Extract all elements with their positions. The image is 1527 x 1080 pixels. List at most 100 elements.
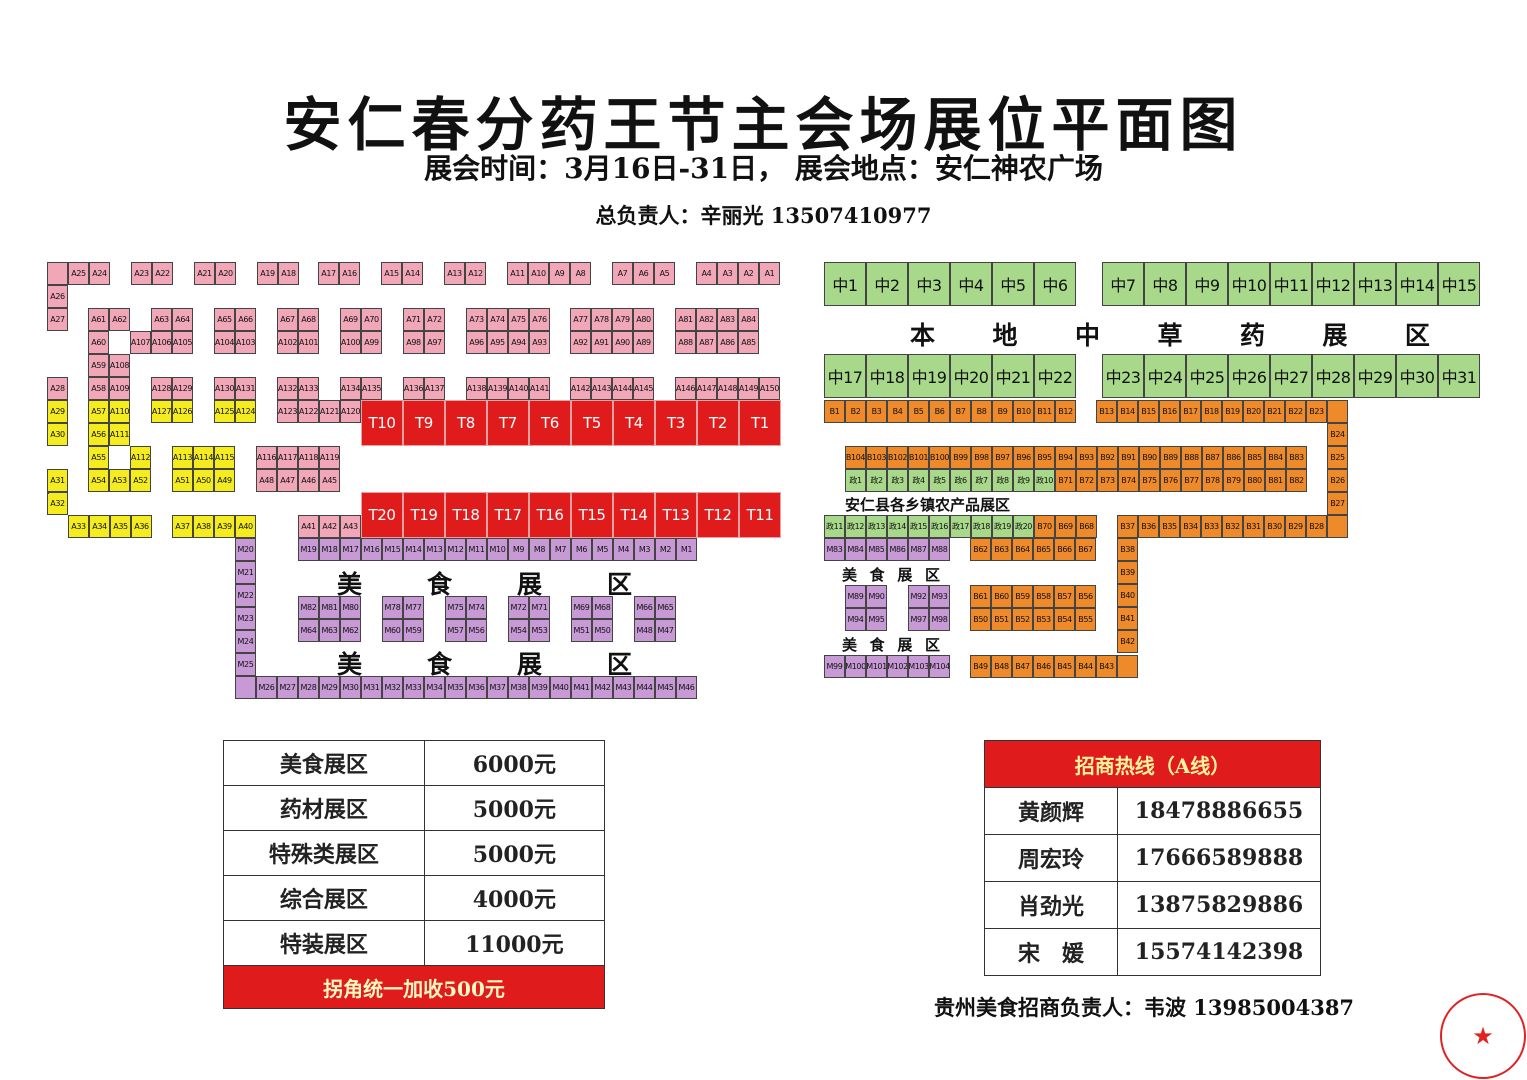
booth: A116 [256, 446, 277, 469]
booth: M29 [319, 676, 340, 699]
booth: B76 [1160, 469, 1181, 492]
booth: M60 [382, 619, 403, 642]
booth: B30 [1264, 515, 1285, 538]
booth: A100 [340, 331, 361, 354]
booth: M98 [929, 608, 950, 631]
booth: M31 [361, 676, 382, 699]
booth: M27 [277, 676, 298, 699]
booth: 中6 [1034, 262, 1076, 306]
booth: A39 [214, 515, 235, 538]
booth: B60 [991, 585, 1012, 608]
booth: M102 [887, 655, 908, 678]
booth: B20 [1243, 400, 1264, 423]
zone-label-food-1: 美食展区 [337, 570, 632, 599]
booth: 中15 [1438, 262, 1480, 306]
booth: M13 [424, 538, 445, 561]
booth: A26 [47, 285, 68, 308]
booth: B92 [1097, 446, 1118, 469]
booth: 中13 [1354, 262, 1396, 306]
booth: M95 [866, 608, 887, 631]
booth: B62 [970, 538, 991, 561]
booth: M53 [529, 619, 550, 642]
booth: M6 [571, 538, 592, 561]
booth: M41 [571, 676, 592, 699]
booth: T2 [697, 400, 739, 446]
booth: M18 [319, 538, 340, 561]
booth: B25 [1327, 446, 1348, 469]
booth: M54 [508, 619, 529, 642]
booth: A87 [696, 331, 717, 354]
watermark-stamp: ★ [1440, 993, 1526, 1079]
booth: M104 [929, 655, 950, 678]
booth: T18 [445, 492, 487, 538]
booth: T5 [571, 400, 613, 446]
booth: M84 [845, 538, 866, 561]
booth: A17 [318, 262, 339, 285]
booth: M59 [403, 619, 424, 642]
booth: T9 [403, 400, 445, 446]
booth: B81 [1265, 469, 1286, 492]
booth: 中23 [1102, 354, 1144, 398]
booth: A102 [277, 331, 298, 354]
booth: A12 [465, 262, 486, 285]
booth: B19 [1222, 400, 1243, 423]
booth: A1 [759, 262, 780, 285]
booth: A49 [214, 469, 235, 492]
booth: B68 [1076, 515, 1097, 538]
booth: B57 [1054, 585, 1075, 608]
booth: B94 [1055, 446, 1076, 469]
booth: B29 [1285, 515, 1306, 538]
booth: A105 [172, 331, 193, 354]
booth: B46 [1033, 655, 1054, 678]
booth: B1 [824, 400, 845, 423]
booth: M92 [908, 585, 929, 608]
booth: M30 [340, 676, 361, 699]
booth: A74 [487, 308, 508, 331]
booth: M87 [908, 538, 929, 561]
booth: 政4 [908, 469, 929, 492]
booth: B3 [866, 400, 887, 423]
booth: A112 [130, 446, 151, 469]
booth: A139 [487, 377, 508, 400]
booth: 政10 [1034, 469, 1055, 492]
booth: 中3 [908, 262, 950, 306]
booth: A108 [109, 354, 130, 377]
booth: M8 [529, 538, 550, 561]
booth [235, 676, 256, 699]
booth: T20 [361, 492, 403, 538]
booth: M3 [634, 538, 655, 561]
booth: A98 [403, 331, 424, 354]
booth: 中5 [992, 262, 1034, 306]
booth: M24 [235, 630, 256, 653]
booth: A111 [109, 423, 130, 446]
booth: A32 [47, 492, 68, 515]
booth: A47 [277, 469, 298, 492]
booth: 政7 [971, 469, 992, 492]
booth: M99 [824, 655, 845, 678]
booth: A136 [403, 377, 424, 400]
booth: M85 [866, 538, 887, 561]
booth: 政3 [887, 469, 908, 492]
booth: A104 [214, 331, 235, 354]
booth: A123 [277, 400, 298, 423]
booth: B6 [929, 400, 950, 423]
booth: B31 [1243, 515, 1264, 538]
booth: A141 [529, 377, 550, 400]
booth: M15 [382, 538, 403, 561]
booth: M47 [655, 619, 676, 642]
booth: M12 [445, 538, 466, 561]
booth: A76 [529, 308, 550, 331]
booth: A117 [277, 446, 298, 469]
booth: A86 [717, 331, 738, 354]
booth: T11 [739, 492, 781, 538]
booth: A15 [381, 262, 402, 285]
booth: A110 [109, 400, 130, 423]
booth: A11 [507, 262, 528, 285]
booth: A119 [319, 446, 340, 469]
booth: M64 [298, 619, 319, 642]
booth: B73 [1097, 469, 1118, 492]
booth: 政6 [950, 469, 971, 492]
booth: A149 [738, 377, 759, 400]
